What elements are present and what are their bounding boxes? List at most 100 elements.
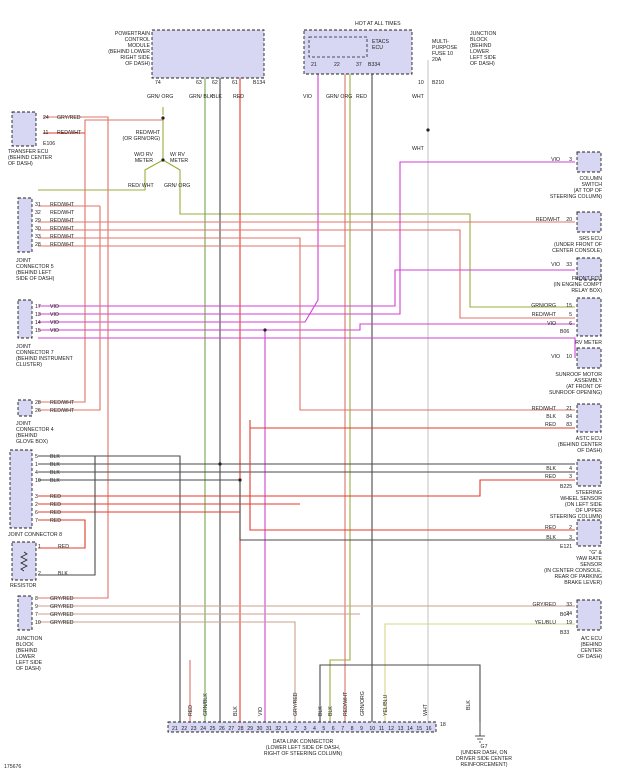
jc5-box bbox=[17, 197, 33, 253]
svg-text:GRY/RED: GRY/RED bbox=[532, 602, 556, 608]
svg-text:14: 14 bbox=[35, 320, 41, 326]
svg-text:VIO: VIO bbox=[50, 328, 59, 334]
svg-text:9: 9 bbox=[35, 604, 38, 610]
label-redwht-split: RED/ WHT bbox=[128, 183, 154, 189]
svg-text:37: 37 bbox=[356, 62, 362, 68]
svg-text:(BEHIND: (BEHIND bbox=[581, 642, 603, 648]
svg-text:SWITCH: SWITCH bbox=[582, 182, 603, 188]
svg-text:BLOCK: BLOCK bbox=[470, 37, 488, 43]
svg-text:RED/WHT: RED/WHT bbox=[50, 202, 75, 208]
svg-text:GRN/ORG: GRN/ORG bbox=[360, 691, 366, 716]
dlc-pin: 1 bbox=[285, 726, 288, 732]
svg-text:(OR GRN/ORG): (OR GRN/ORG) bbox=[123, 136, 161, 142]
svg-text:3: 3 bbox=[569, 157, 572, 163]
svg-text:28: 28 bbox=[35, 400, 41, 406]
svg-text:RED/WHT: RED/WHT bbox=[532, 406, 557, 412]
svg-text:RED/WHT: RED/WHT bbox=[136, 130, 161, 136]
svg-text:BLK: BLK bbox=[50, 454, 60, 460]
svg-text:FRONT ECU: FRONT ECU bbox=[572, 276, 602, 282]
svg-text:(IN ENGINE COMPT: (IN ENGINE COMPT bbox=[554, 282, 603, 288]
svg-text:RED: RED bbox=[545, 422, 556, 428]
dlc-pin: 7 bbox=[341, 726, 344, 732]
svg-text:CONNECTOR 7: CONNECTOR 7 bbox=[16, 350, 54, 356]
wire-vio-jc7-3 bbox=[38, 323, 575, 331]
svg-text:17: 17 bbox=[35, 304, 41, 310]
svg-text:METER: METER bbox=[170, 158, 188, 164]
dlc-pin: 22 bbox=[181, 726, 187, 732]
jc4-label: JOINT CONNECTOR 4 (BEHIND GLOVE BOX) bbox=[16, 421, 54, 445]
wire-red-g bbox=[249, 420, 575, 531]
svg-text:33: 33 bbox=[35, 234, 41, 240]
ground-symbol bbox=[475, 722, 485, 743]
wire-vio-sunroof bbox=[38, 337, 576, 358]
label-red-pcm: RED bbox=[233, 94, 244, 100]
jc7-box bbox=[17, 299, 33, 339]
label-red-resistor: RED bbox=[58, 544, 69, 550]
svg-text:GLOVE BOX): GLOVE BOX) bbox=[16, 439, 48, 445]
pcm-pins: 74 63 62 61 bbox=[155, 80, 238, 86]
svg-text:RV METER: RV METER bbox=[575, 340, 602, 346]
svg-text:(BEHIND: (BEHIND bbox=[470, 43, 492, 49]
figure-id: 175676 bbox=[4, 764, 21, 770]
dlc-pin: 6 bbox=[332, 726, 335, 732]
svg-text:BLK: BLK bbox=[546, 466, 556, 472]
jc8-label: JOINT CONNECTOR 8 bbox=[8, 532, 62, 538]
wire-blk-jc8-1 bbox=[38, 455, 181, 722]
svg-text:3: 3 bbox=[569, 474, 572, 480]
svg-text:61: 61 bbox=[232, 80, 238, 86]
svg-text:10: 10 bbox=[35, 478, 41, 484]
svg-text:10: 10 bbox=[35, 620, 41, 626]
jc8-pins: 5 1 4 10 3 2 6 7 bbox=[35, 454, 41, 524]
svg-text:21: 21 bbox=[566, 406, 572, 412]
svg-text:RED/WHT: RED/WHT bbox=[50, 226, 75, 232]
right-labels: VIO 3 COLUMN SWITCH (AT TOP OF STEERING … bbox=[531, 157, 603, 660]
svg-text:RED: RED bbox=[50, 518, 61, 524]
svg-text:RED/WHT: RED/WHT bbox=[532, 312, 557, 318]
dlc-pin: 3 bbox=[304, 726, 307, 732]
svg-text:G7: G7 bbox=[481, 744, 488, 750]
svg-text:(BEHIND LOWER: (BEHIND LOWER bbox=[108, 49, 150, 55]
label-grnorg-pcm: GRN/ ORG bbox=[147, 94, 173, 100]
svg-text:YEL/BLU: YEL/BLU bbox=[383, 694, 389, 716]
svg-text:CONTROL: CONTROL bbox=[125, 37, 150, 43]
svg-text:YEL/BLU: YEL/BLU bbox=[535, 620, 557, 626]
svg-text:13: 13 bbox=[35, 312, 41, 318]
dlc-pin: 8 bbox=[351, 726, 354, 732]
svg-text:BLK: BLK bbox=[546, 535, 556, 541]
splice-dot bbox=[238, 478, 242, 482]
svg-text:GRY/RED: GRY/RED bbox=[293, 692, 299, 716]
label-wht-fuse: WHT bbox=[412, 94, 425, 100]
svg-text:RIGHT OF STEERING COLUMN): RIGHT OF STEERING COLUMN) bbox=[264, 751, 343, 757]
wire-redwht-jc4 bbox=[38, 206, 101, 411]
svg-text:32: 32 bbox=[35, 210, 41, 216]
label-blk-pcm: BLK bbox=[212, 94, 222, 100]
svg-text:BLK: BLK bbox=[50, 462, 60, 468]
svg-text:84: 84 bbox=[566, 414, 572, 420]
ac-ecu-box bbox=[576, 599, 602, 631]
hot-label: HOT AT ALL TIMES bbox=[355, 21, 401, 27]
svg-text:VIO: VIO bbox=[551, 157, 560, 163]
svg-text:OF DASH): OF DASH) bbox=[577, 654, 602, 660]
transfer-label: TRANSFER ECU (BEHIND CENTER OF DASH) bbox=[8, 149, 52, 167]
splice-dot bbox=[161, 116, 165, 120]
svg-text:METER: METER bbox=[135, 158, 153, 164]
svg-text:OF DASH): OF DASH) bbox=[8, 161, 33, 167]
transfer-box bbox=[11, 111, 37, 147]
dlc-pin: 2 bbox=[294, 726, 297, 732]
jb-bottom-pins: 8 9 7 10 GRY/RED GRY/RED GRY/RED GRY/RED bbox=[35, 596, 74, 626]
svg-text:FUSE 10: FUSE 10 bbox=[432, 51, 453, 57]
jc5-label: JOINT CONNECTOR 5 (BEHIND LEFT SIDE OF D… bbox=[16, 258, 55, 282]
svg-text:POWERTRAIN: POWERTRAIN bbox=[115, 31, 150, 37]
svg-text:RED: RED bbox=[545, 525, 556, 531]
svg-text:CONNECTOR 5: CONNECTOR 5 bbox=[16, 264, 54, 270]
dlc-wire-labels: RED GRN/BLK BLK VIO GRY/RED BLK BLK RED/… bbox=[188, 691, 472, 716]
svg-text:26: 26 bbox=[35, 408, 41, 414]
jc4-box bbox=[17, 399, 33, 417]
dlc-pin: 12 bbox=[388, 726, 394, 732]
svg-text:7: 7 bbox=[35, 612, 38, 618]
splice-dot bbox=[263, 328, 267, 332]
svg-text:VIO: VIO bbox=[258, 707, 264, 716]
svg-text:BLK: BLK bbox=[50, 470, 60, 476]
svg-text:30: 30 bbox=[35, 226, 41, 232]
redwht-orgrn-label: RED/WHT (OR GRN/ORG) bbox=[123, 130, 161, 142]
